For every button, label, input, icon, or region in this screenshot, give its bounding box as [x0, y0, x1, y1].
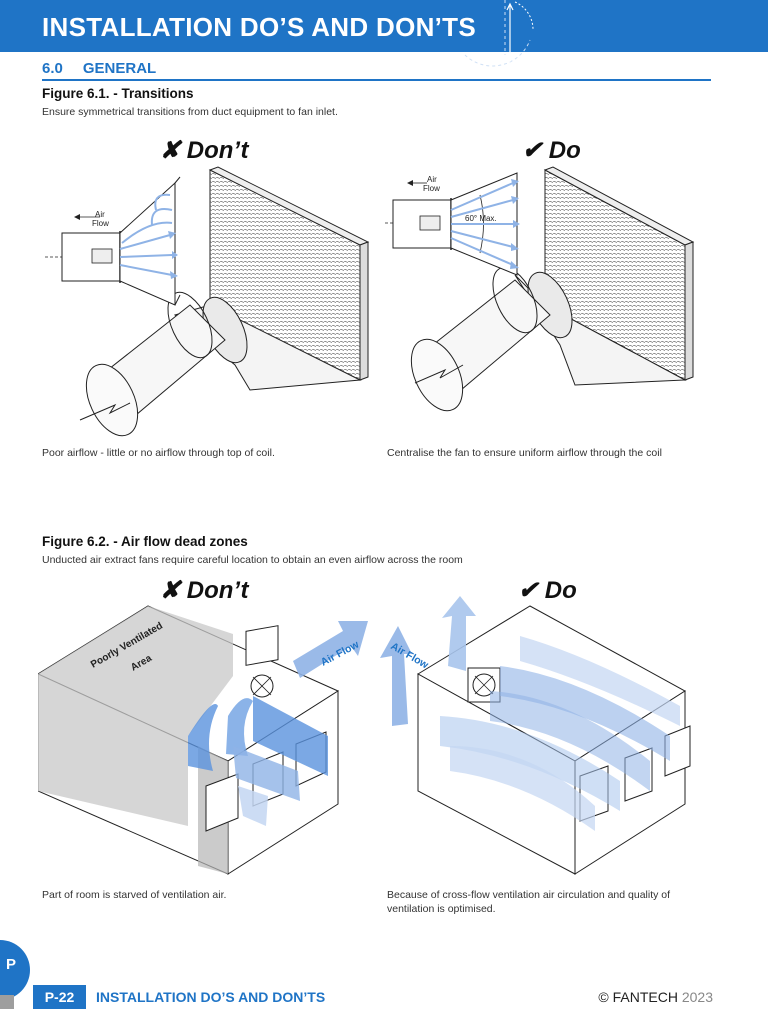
figure-1-do-angle-label: 60° Max.	[465, 214, 497, 223]
figure-2-dont-label: ✘ Don’t	[160, 577, 249, 604]
section-heading: 6.0 GENERAL	[42, 60, 156, 77]
footer-year: 2023	[681, 989, 713, 1005]
footer-title: INSTALLATION DO’S AND DON’TS	[96, 989, 326, 1005]
figure-2-do-illustration: Air Flow	[380, 596, 691, 875]
footer-copyright: © FANTECH 2023	[598, 989, 713, 1005]
header-decoration	[464, 0, 534, 67]
figure-1-dont-illustration: Air Flow	[45, 166, 370, 437]
figure-1-do-airflow-label-1: Air	[427, 175, 437, 184]
figure-2-do-caption: Because of cross-flow ventilation air ci…	[387, 888, 670, 916]
section-title: GENERAL	[82, 60, 157, 77]
figure-1-do-airflow-label-2: Flow	[423, 184, 440, 193]
figure-1-subtitle: Ensure symmetrical transitions from duct…	[42, 106, 338, 118]
footer-copyright-text: © FANTECH	[598, 989, 678, 1005]
footer-section-letter: P	[6, 956, 17, 973]
figure-1-title: Figure 6.1. - Transitions	[42, 86, 194, 101]
figure-1-do-illustration: 60° Max. Air Flow	[385, 166, 695, 412]
section-number: 6.0	[42, 60, 63, 77]
figure-2-dont-illustration: Air Flow Poorly Ventilated Area	[38, 605, 368, 875]
header-bar	[0, 0, 768, 52]
figure-2-subtitle: Unducted air extract fans require carefu…	[42, 554, 463, 566]
figure-2-title: Figure 6.2. - Air flow dead zones	[42, 534, 248, 549]
figure-2-do-caption-line-1: Because of cross-flow ventilation air ci…	[387, 889, 671, 901]
section-rule	[42, 79, 711, 81]
figure-1-dont-caption: Poor airflow - little or no airflow thro…	[42, 447, 275, 459]
figure-1-dont-airflow-label-2: Flow	[92, 219, 109, 228]
figure-1-dont-label: ✘ Don’t	[160, 137, 249, 164]
figure-2-dont-caption: Part of room is starved of ventilation a…	[42, 889, 227, 901]
figure-2-do-label: ✔ Do	[518, 577, 577, 604]
figure-1-do-label: ✔ Do	[522, 137, 581, 164]
page-title: INSTALLATION DO’S AND DON’TS	[42, 12, 477, 42]
figure-2-do-caption-line-2: ventilation is optimised.	[387, 903, 496, 915]
figure-1-do-caption: Centralise the fan to ensure uniform air…	[387, 447, 662, 459]
footer-grey-block	[0, 995, 14, 1009]
footer-page-number: P-22	[33, 985, 86, 1009]
figure-1-dont-airflow-label-1: Air	[95, 210, 105, 219]
